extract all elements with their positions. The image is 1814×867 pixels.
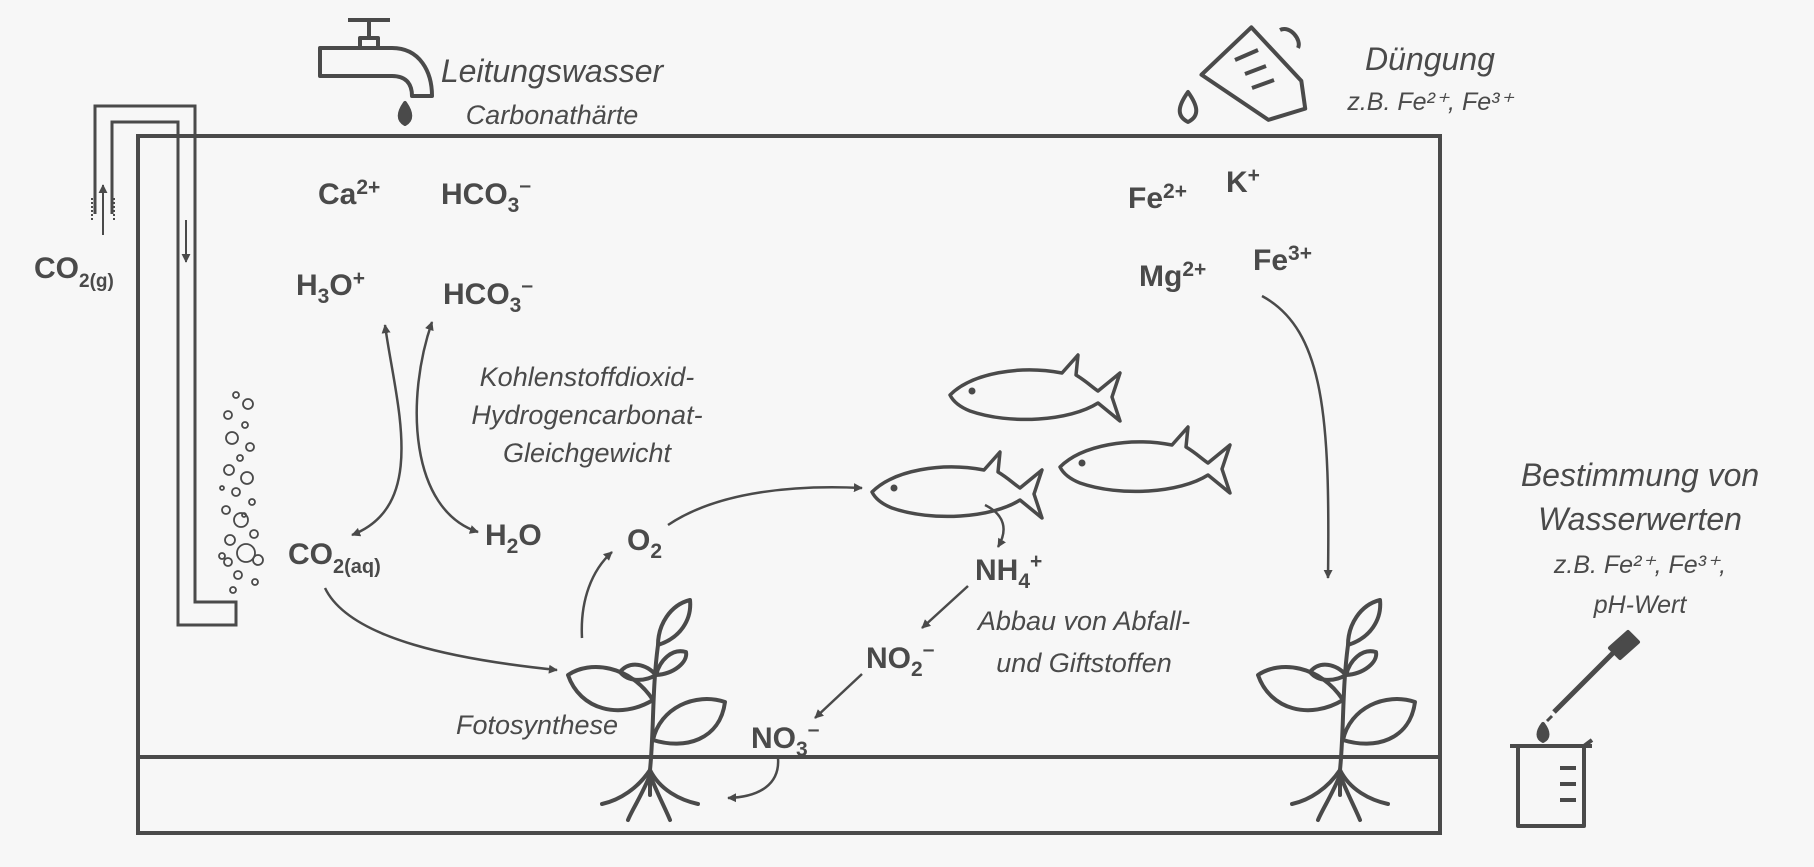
decomposition-label-2: und Giftstoffen: [996, 648, 1172, 678]
process-arrows: [323, 294, 1333, 803]
photosynthesis-label: Fotosynthese: [456, 710, 618, 740]
formula-no3: NO3–: [751, 718, 820, 761]
tap-icon: [318, 18, 434, 126]
arrow-fish-to-nh4: [984, 503, 1006, 548]
arrow-no3-to-roots: [727, 757, 780, 803]
measurement-label-1: Bestimmung von: [1521, 457, 1759, 493]
arrow-plant-to-o2: [580, 551, 613, 639]
arrow-nh4-to-no2: [921, 585, 969, 629]
formula-mg: Mg2+: [1139, 258, 1206, 293]
arrow-no2-to-no3: [814, 673, 863, 719]
measurement-label-2: Wasserwerten: [1538, 501, 1742, 537]
plant-icon: [1256, 598, 1417, 822]
beaker-dropper-icon: [1510, 630, 1640, 828]
formula-o2: O2: [627, 524, 662, 563]
tube-flow-arrows: [91, 184, 191, 263]
formula-h2o: H2O: [485, 519, 542, 558]
formula-h3o: H3O+: [296, 267, 365, 308]
fertilizer-subtitle: z.B. Fe²⁺, Fe³⁺: [1346, 88, 1514, 116]
formula-co2-gas: CO2(g): [34, 252, 114, 292]
equilibrium-label-1: Kohlenstoffdioxid-: [480, 362, 695, 392]
co2-bubbles: [218, 391, 264, 594]
formula-hco3-top: HCO3–: [441, 174, 531, 217]
measurement-label-4: pH-Wert: [1593, 591, 1688, 619]
equilibrium-label-2: Hydrogencarbonat-: [471, 400, 702, 430]
decomposition-label-1: Abbau von Abfall-: [976, 606, 1190, 636]
fish-icon: [870, 450, 1044, 520]
arrow-fe3-to-plant: [1261, 294, 1333, 579]
formula-co2-aq: CO2(aq): [288, 538, 381, 578]
tap-subtitle: Carbonathärte: [466, 100, 639, 130]
formula-fe2: Fe2+: [1128, 180, 1187, 215]
fish-icon: [1058, 425, 1232, 495]
equilibrium-label-3: Gleichgewicht: [503, 438, 673, 468]
formula-ca2: Ca2+: [318, 176, 380, 211]
fertilizer-title: Düngung: [1365, 41, 1495, 77]
fish-icon: [948, 353, 1122, 423]
aquarium-tank: [136, 134, 1442, 835]
formula-fe3: Fe3+: [1253, 242, 1312, 277]
formula-hco3: HCO3–: [443, 274, 533, 317]
measurement-label-3: z.B. Fe²⁺, Fe³⁺,: [1553, 551, 1726, 579]
formula-k: K+: [1226, 164, 1260, 199]
tap-title: Leitungswasser: [441, 53, 665, 89]
formula-nh4: NH4+: [975, 550, 1042, 593]
equilibrium-arrows: [351, 321, 479, 537]
arrow-co2-to-plant: [323, 587, 558, 674]
arrow-o2-to-fish: [667, 483, 863, 527]
formula-no2: NO2–: [866, 638, 935, 681]
measuring-cup-icon: [1177, 25, 1308, 124]
co2-tube: [93, 104, 238, 627]
